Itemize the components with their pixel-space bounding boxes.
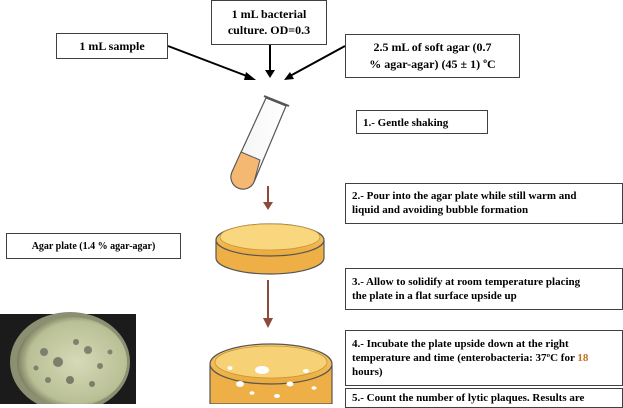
agar-plate-label-box: Agar plate (1.4 % agar-agar) [6,233,181,259]
step-2-line-2: liquid and avoiding bubble formation [352,204,529,216]
soft-agar-box: 2.5 mL of soft agar (0.7 % agar-agar) (4… [345,34,520,78]
step-3-box: 3.- Allow to solidify at room temperatur… [345,268,623,310]
input-arrows [167,45,346,80]
test-tube-icon [230,95,290,190]
arrow-down-2 [263,280,273,328]
bacterial-culture-box: 1 mL bacterial culture. OD=0.3 [211,0,327,45]
step-2-box: 2.- Pour into the agar plate while still… [345,183,623,224]
step-4-line-1: 4.- Incubate the plate upside down at th… [352,338,569,350]
culture-line-2: culture. OD=0.3 [227,23,311,37]
soft-agar-line-2: % agar-agar) (45 ± 1) ºC [369,57,496,71]
arrow-down-1 [263,186,273,210]
sample-box: 1 mL sample [56,33,168,59]
step-5-box: 5.- Count the number of lytic plaques. R… [345,388,623,408]
step-4-line-3: hours) [352,366,383,378]
step-3-line-1: 3.- Allow to solidify at room temperatur… [352,276,581,288]
culture-line-1: 1 mL bacterial [231,7,307,21]
agar-plate-label: Agar plate (1.4 % agar-agar) [31,241,156,252]
plate-with-plaques-icon [209,343,333,404]
step-4-line-2: temperature and time (enterobacteria: 37… [352,351,616,365]
step-4-line-2-text: temperature and time (enterobacteria: 37… [352,352,578,364]
step-2-line-1: 2.- Pour into the agar plate while still… [352,190,577,202]
step-1-box: 1.- Gentle shaking [356,110,488,134]
step-5-line-1: 5.- Count the number of lytic plaques. R… [352,392,585,404]
step-1-text: 1.- Gentle shaking [363,117,449,129]
sample-label: 1 mL sample [79,39,145,53]
soft-agar-line-1: 2.5 mL of soft agar (0.7 [373,40,492,54]
step-3-line-2: the plate in a flat surface upside up [352,290,517,302]
step-4-box: 4.- Incubate the plate upside down at th… [345,330,623,386]
step-4-hours-value: 18 [577,352,589,364]
agar-plate-icon [215,223,325,275]
petri-dish-photo [0,312,136,404]
